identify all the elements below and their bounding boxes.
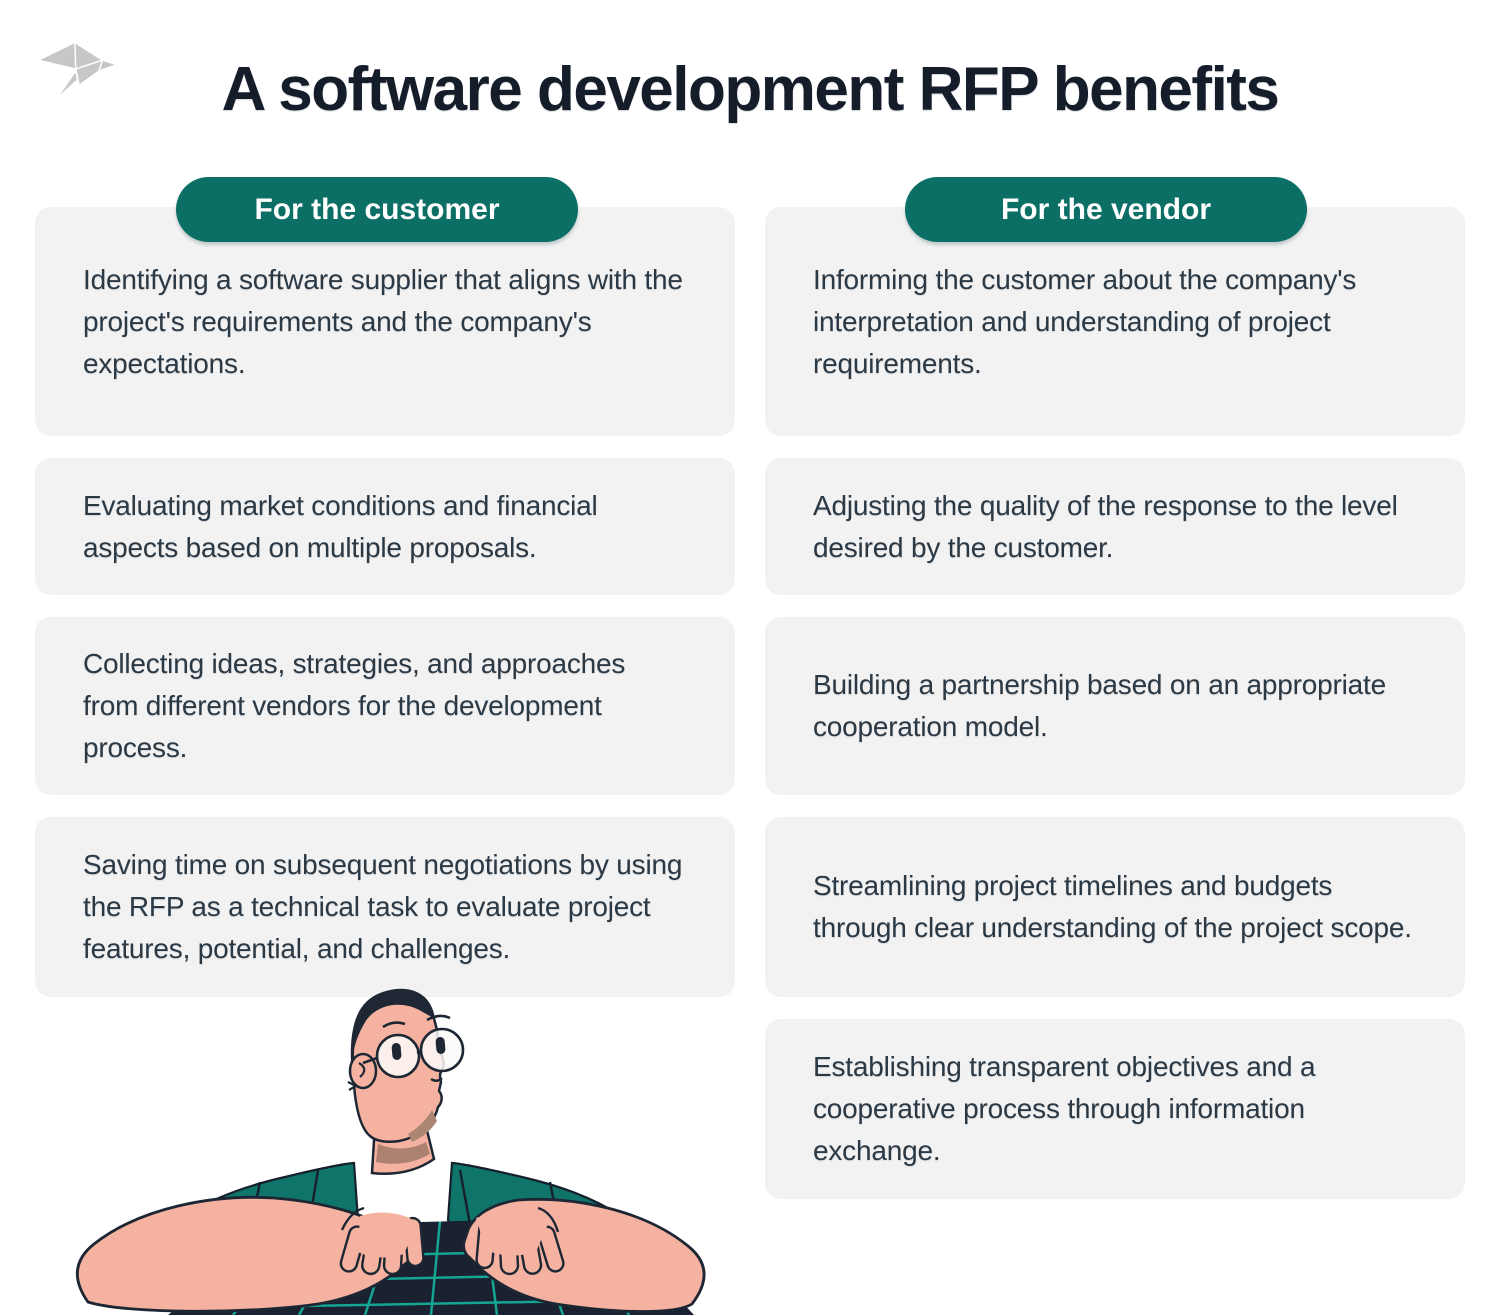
benefit-card-text: Informing the customer about the company… — [813, 263, 1357, 379]
man-typing-illustration — [75, 988, 706, 1315]
cheek-mark — [347, 1081, 359, 1091]
vendor-column: Informing the customer about the company… — [765, 207, 1465, 1199]
eyebrow — [426, 1014, 451, 1022]
benefit-card: Streamlining project timelines and budge… — [765, 817, 1465, 997]
ear — [348, 1052, 378, 1090]
benefit-card-text: Identifying a software supplier that ali… — [83, 263, 683, 379]
eye — [435, 1036, 446, 1054]
benefit-card: Collecting ideas, strategies, and approa… — [35, 617, 735, 795]
smile — [430, 1077, 443, 1082]
benefit-card-text: Adjusting the quality of the response to… — [813, 489, 1398, 563]
arms — [75, 1195, 706, 1313]
benefit-card: Establishing transparent objectives and … — [765, 1019, 1465, 1199]
benefit-card: Informing the customer about the company… — [765, 207, 1465, 436]
benefit-card-text: Streamlining project timelines and budge… — [813, 870, 1412, 943]
benefit-card-text: Evaluating market conditions and financi… — [83, 489, 598, 563]
origami-bird-icon — [37, 41, 118, 101]
benefit-card-text: Saving time on subsequent negotiations b… — [83, 849, 683, 964]
jaw-shadow — [408, 1110, 437, 1142]
benefit-card: Saving time on subsequent negotiations b… — [35, 817, 735, 997]
eye — [391, 1042, 402, 1060]
customer-column: Identifying a software supplier that ali… — [35, 207, 735, 997]
eyebrow — [382, 1021, 406, 1029]
benefit-card-text: Collecting ideas, strategies, and approa… — [83, 648, 626, 763]
hair — [350, 988, 435, 1064]
glasses — [362, 1014, 465, 1079]
benefit-card: Identifying a software supplier that ali… — [35, 207, 735, 436]
column-header-vendor: For the vendor — [905, 177, 1307, 242]
benefit-card-text: Establishing transparent objectives and … — [813, 1051, 1316, 1166]
benefit-card: Evaluating market conditions and financi… — [35, 458, 735, 595]
benefit-card: Adjusting the quality of the response to… — [765, 458, 1465, 595]
benefit-card-text: Building a partnership based on an appro… — [813, 669, 1386, 742]
left-hand — [339, 1206, 425, 1276]
right-hand — [475, 1206, 565, 1276]
column-header-customer: For the customer — [176, 177, 578, 242]
page-title: A software development RFP benefits — [221, 55, 1280, 124]
benefit-card: Building a partnership based on an appro… — [765, 617, 1465, 795]
